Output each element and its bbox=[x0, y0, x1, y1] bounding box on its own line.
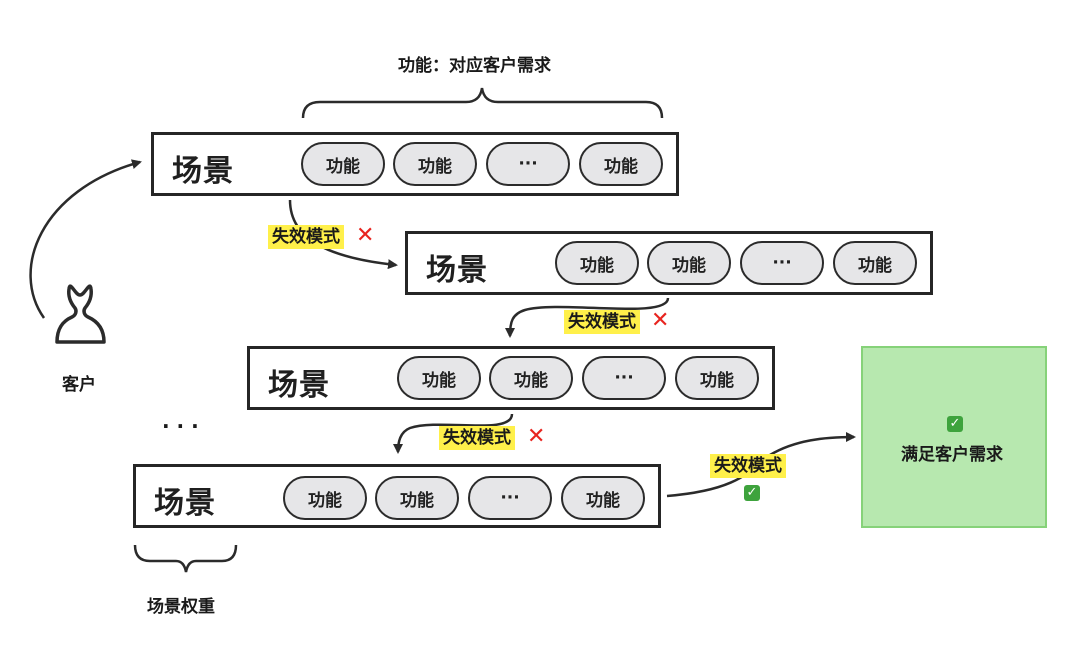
top-brace bbox=[301, 87, 664, 119]
scene3-to-scene4-arrow bbox=[393, 413, 514, 454]
customer-icon bbox=[55, 284, 106, 344]
function-pill-ellipsis: ··· bbox=[468, 476, 552, 520]
function-pill-ellipsis: ··· bbox=[740, 241, 824, 285]
failure-mode-tag: 失效模式 bbox=[439, 426, 515, 450]
fail-x-icon: ✕ bbox=[651, 308, 670, 333]
function-pill-ellipsis: ··· bbox=[486, 142, 570, 186]
function-pill: 功能 bbox=[283, 476, 367, 520]
function-pill: 功能 bbox=[393, 142, 477, 186]
bottom-brace-label: 场景权重 bbox=[147, 597, 215, 617]
failure-mode-tag: 失效模式 bbox=[268, 225, 344, 249]
scene-title-2: 场景 bbox=[426, 253, 488, 288]
bottom-brace bbox=[133, 544, 238, 573]
scene-title-4: 场景 bbox=[154, 486, 216, 521]
function-pill-ellipsis: ··· bbox=[582, 356, 666, 400]
scene2-to-scene3-arrow bbox=[505, 297, 670, 338]
failure-mode-tag: 失效模式 bbox=[710, 454, 786, 478]
goal-label: 满足客户需求 bbox=[901, 445, 1003, 465]
customer-to-scene-arrow bbox=[29, 159, 142, 319]
fail-x-icon: ✕ bbox=[356, 223, 375, 248]
fail-x-icon: ✕ bbox=[527, 424, 546, 449]
pass-check-icon: ✓ bbox=[744, 485, 760, 501]
function-pill: 功能 bbox=[301, 142, 385, 186]
ellipsis-more-scenes: · · · bbox=[162, 414, 199, 438]
function-pill: 功能 bbox=[579, 142, 663, 186]
function-pill: 功能 bbox=[675, 356, 759, 400]
customer-label: 客户 bbox=[62, 375, 96, 395]
function-pill: 功能 bbox=[833, 241, 917, 285]
top-brace-label: 功能：对应客户需求 bbox=[398, 56, 551, 76]
function-pill: 功能 bbox=[375, 476, 459, 520]
function-pill: 功能 bbox=[489, 356, 573, 400]
goal-box: ✓ 满足客户需求 bbox=[861, 346, 1047, 528]
scene-title-1: 场景 bbox=[172, 154, 234, 189]
function-pill: 功能 bbox=[647, 241, 731, 285]
function-pill: 功能 bbox=[555, 241, 639, 285]
function-pill: 功能 bbox=[561, 476, 645, 520]
goal-check-icon: ✓ bbox=[947, 416, 963, 432]
function-pill: 功能 bbox=[397, 356, 481, 400]
failure-mode-tag: 失效模式 bbox=[564, 310, 640, 334]
scene-title-3: 场景 bbox=[268, 368, 330, 403]
